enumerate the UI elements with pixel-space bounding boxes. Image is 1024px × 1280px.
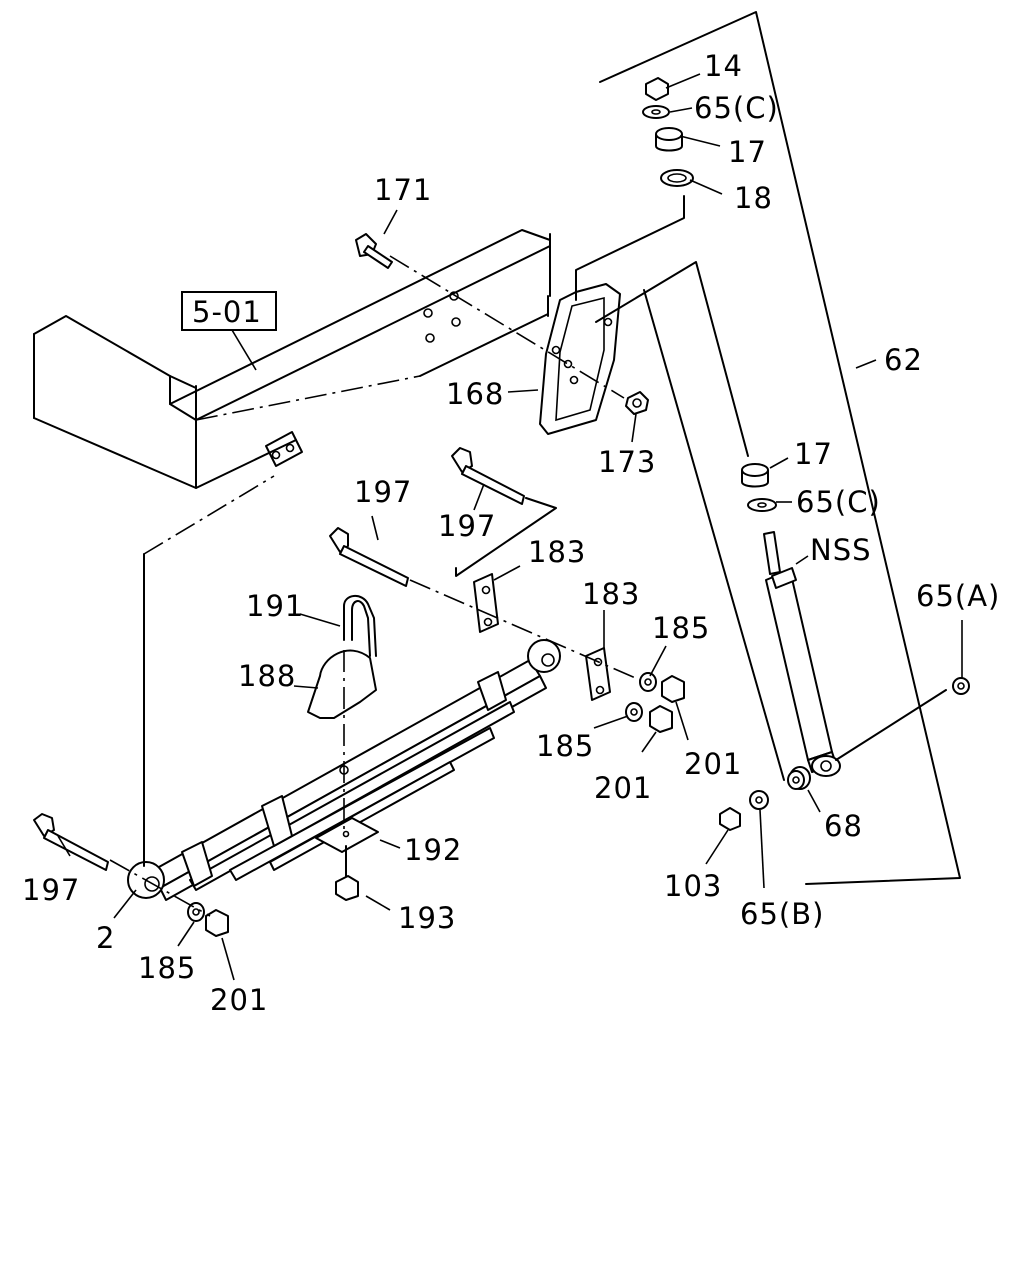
- washer-65a-icon: [952, 677, 970, 695]
- spring-seat-icon: [307, 649, 377, 719]
- callout-65c-top: 65(C): [694, 91, 779, 125]
- shock-absorber-icon: [763, 531, 841, 777]
- callout-192: 192: [404, 833, 462, 867]
- leader-lines: [57, 73, 963, 981]
- callout-173: 173: [598, 445, 656, 479]
- callout-201-c: 201: [210, 983, 268, 1017]
- shock-upper-hardware-icon: [642, 77, 777, 512]
- callout-65a: 65(A): [916, 579, 1000, 613]
- ref-box-5-01: [181, 291, 277, 331]
- frame-rail-icon: [33, 229, 551, 489]
- callout-68: 68: [824, 809, 863, 843]
- callout-185-b: 185: [536, 729, 594, 763]
- u-bolt-icon: [343, 595, 377, 657]
- callout-185-c: 185: [138, 951, 196, 985]
- callout-65b: 65(B): [740, 897, 824, 931]
- callout-171: 171: [374, 173, 432, 207]
- nut-193-icon: [335, 875, 359, 901]
- callout-nss: NSS: [810, 533, 872, 567]
- leaf-spring-icon: [127, 639, 561, 901]
- callout-168: 168: [446, 377, 504, 411]
- callout-103: 103: [664, 869, 722, 903]
- callout-191: 191: [246, 589, 304, 623]
- bolt-197-icon: [33, 447, 525, 871]
- shock-bracket-icon: [539, 283, 621, 435]
- bolt-171-icon: [355, 233, 393, 269]
- callout-5-01[interactable]: 5-01: [192, 295, 262, 329]
- callout-65c-mid: 65(C): [796, 485, 881, 519]
- kit-62-outline: [599, 11, 961, 885]
- callout-197-c: 197: [22, 873, 80, 907]
- callout-17-top: 17: [728, 135, 767, 169]
- shock-lower-hardware-icon: [719, 766, 811, 831]
- callout-17-mid: 17: [794, 437, 833, 471]
- callout-2: 2: [96, 921, 115, 955]
- nut-173-icon: [625, 391, 649, 415]
- callout-62: 62: [884, 343, 923, 377]
- assembly-lines: [109, 195, 947, 917]
- callout-183-a: 183: [528, 535, 586, 569]
- shackle-183-icon: [473, 573, 611, 701]
- callout-14: 14: [704, 49, 743, 83]
- callout-18: 18: [734, 181, 773, 215]
- callout-201-a: 201: [684, 747, 742, 781]
- callout-201-b: 201: [594, 771, 652, 805]
- callout-197-a: 197: [354, 475, 412, 509]
- callout-197-b: 197: [438, 509, 496, 543]
- callout-193: 193: [398, 901, 456, 935]
- plate-192-icon: [315, 817, 379, 853]
- callout-185-a: 185: [652, 611, 710, 645]
- callout-188: 188: [238, 659, 296, 693]
- washers-nuts-icon: [187, 672, 685, 937]
- callout-183-b: 183: [582, 577, 640, 611]
